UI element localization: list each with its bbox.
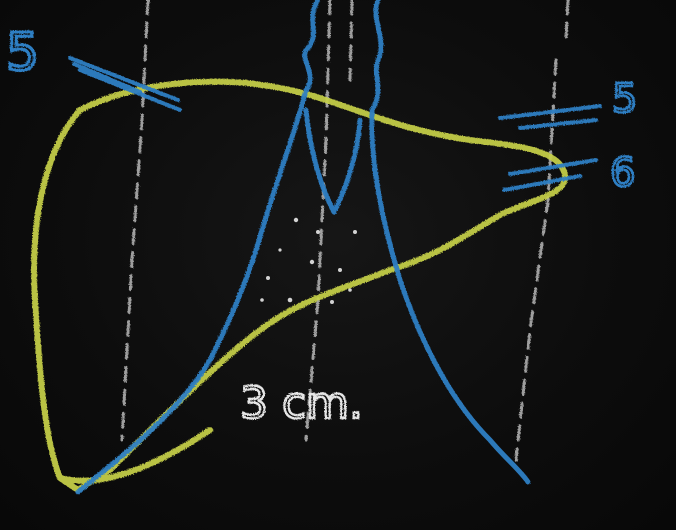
heart-left-border: [75, 87, 309, 495]
heart-outline: [75, 0, 531, 495]
liver-outline: [31, 78, 569, 493]
chalk-dot: [330, 300, 334, 304]
rib-markers: [68, 56, 602, 192]
vertical-line-right-top: [564, 0, 570, 42]
vertical-reference-lines: [120, 0, 570, 462]
measurement-label: 3 cm.: [240, 378, 363, 429]
chalk-dot: [266, 276, 270, 280]
rib-left-line-1: [68, 56, 180, 102]
rib-left-line-2: [78, 68, 182, 112]
rib-right-lower-line-2: [502, 174, 582, 192]
rib-left-line-3: [72, 62, 142, 94]
rib-right-upper-line-2: [518, 118, 598, 130]
heart-right-border: [369, 107, 531, 485]
vertical-line-right: [514, 58, 558, 462]
vessel-right-wall: [369, 0, 384, 113]
liver-left-border: [31, 107, 83, 493]
chalk-dot: [353, 230, 357, 234]
chalk-dot: [293, 217, 299, 223]
rib-right-lower-line-1: [508, 158, 598, 176]
chalk-dot: [260, 298, 264, 302]
chalk-dot: [338, 268, 342, 272]
liver-upper-border: [75, 78, 569, 493]
chalk-dot: [287, 297, 293, 303]
vertical-line-mid-left: [304, 0, 332, 442]
aortic-root: [303, 107, 363, 215]
rib-right-upper-line-1: [498, 104, 602, 120]
vertical-line-left: [120, 0, 150, 442]
vessel-left-wall: [302, 0, 321, 93]
chalk-dot: [348, 288, 352, 292]
rib-right-lower-label: 6: [610, 150, 635, 196]
chalk-dots: [260, 217, 357, 304]
rib-right-upper-label: 5: [612, 76, 637, 122]
chalk-dot: [316, 230, 320, 234]
vertical-line-mid: [348, 0, 354, 82]
rib-left-label: 5: [6, 23, 39, 83]
chalk-dot: [278, 248, 282, 252]
liver-bottom-border: [57, 427, 213, 484]
chalk-dot: [309, 259, 315, 265]
